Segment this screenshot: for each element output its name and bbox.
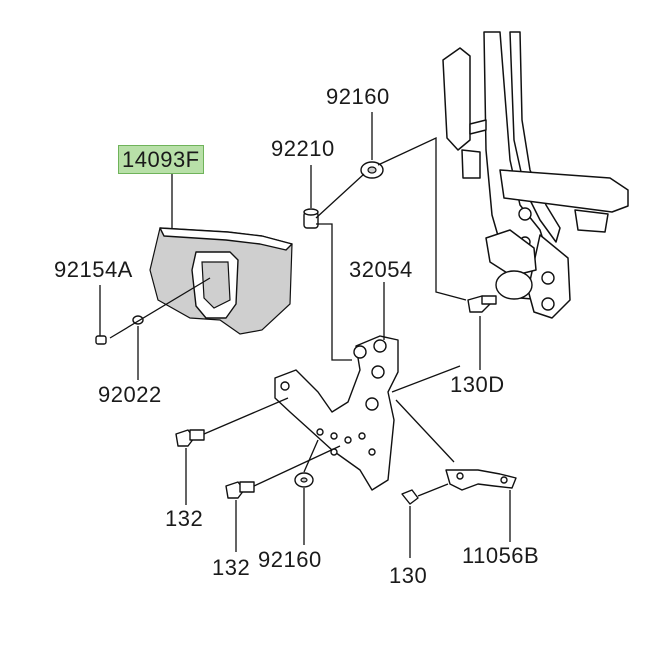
callout-bolt-lower[interactable]: 132 <box>212 555 251 580</box>
stay-part-shape <box>445 469 517 491</box>
cover-part-shape <box>149 227 293 335</box>
callout-top-nut[interactable]: 92160 <box>326 84 390 109</box>
callout-cover[interactable]: 14093F <box>118 145 204 174</box>
fasteners <box>95 161 497 505</box>
bracket-part-shape <box>274 335 399 491</box>
callout-washer[interactable]: 92022 <box>98 382 162 407</box>
leader-lines <box>99 112 511 558</box>
callout-bolt-upper[interactable]: 132 <box>165 506 204 531</box>
callout-bottom-nut[interactable]: 92160 <box>258 547 322 572</box>
frame-structure <box>442 31 629 319</box>
callout-small-bolt[interactable]: 130 <box>389 563 428 588</box>
callout-collar[interactable]: 92210 <box>271 136 335 161</box>
callout-screw[interactable]: 92154A <box>54 257 133 282</box>
callout-bracket[interactable]: 32054 <box>349 257 413 282</box>
callout-frame-bolt[interactable]: 130D <box>450 372 505 397</box>
callout-stay[interactable]: 11056B <box>462 543 540 568</box>
